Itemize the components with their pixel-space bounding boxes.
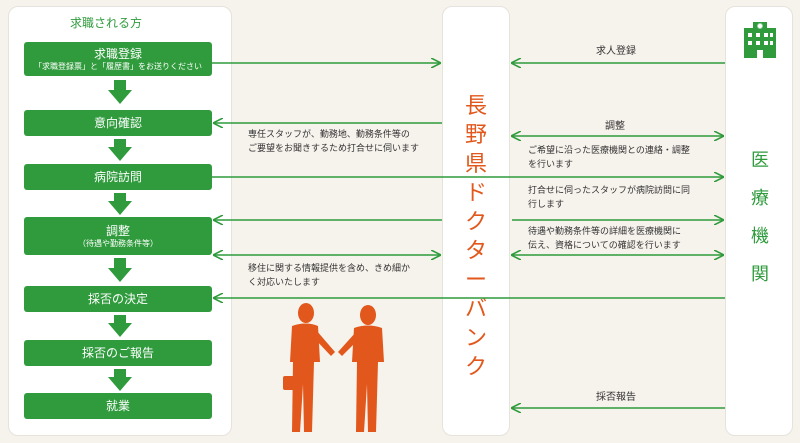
note-line: 行します: [528, 200, 565, 210]
note-details: 待遇や勤務条件等の詳細を医療機関に 伝え、資格についての確認を行います: [528, 225, 681, 253]
bank-char: 県: [464, 152, 487, 177]
seeker-title: 求職される方: [70, 16, 143, 30]
chevron-down-icon: [108, 80, 132, 104]
chevron-down-icon: [108, 369, 132, 391]
step-job-registration: 求職登録 「求職登録票」と「履歴書」をお送りください: [24, 42, 212, 76]
step-title: 意向確認: [93, 116, 142, 130]
note-coordination: ご希望に沿った医療機関との連絡・調整 を行います: [528, 144, 690, 172]
bank-char: ド: [464, 181, 487, 206]
step-adjustment: 調整 （待遇や勤務条件等）: [24, 217, 212, 255]
bank-char: ー: [464, 268, 487, 293]
step-title: 求職登録: [93, 46, 142, 61]
note-relocation: 移住に関する情報提供を含め、きめ細か く対応いたします: [248, 262, 410, 290]
note-line: を行います: [528, 160, 574, 170]
step-hospital-visit: 病院訪問: [24, 164, 212, 190]
note-intention: 専任スタッフが、勤務地、勤務条件等の ご要望をお聞きするため打合せに伺います: [248, 128, 419, 156]
note-line: 伝え、資格についての確認を行います: [528, 241, 681, 251]
institution-char: 療: [751, 188, 769, 209]
step-subtitle: 「求職登録票」と「履歴書」をお送りください: [34, 61, 202, 71]
note-line: 移住に関する情報提供を含め、きめ細か: [248, 264, 411, 274]
flow-label-hiring-report: 採否報告: [596, 392, 636, 403]
note-visit: 打合せに伺ったスタッフが病院訪問に同 行します: [528, 184, 690, 212]
bank-char: 長: [464, 94, 487, 119]
step-title: 採否のご報告: [81, 346, 154, 360]
note-line: 打合せに伺ったスタッフが病院訪問に同: [528, 186, 691, 196]
note-line: 待遇や勤務条件等の詳細を医療機関に: [528, 227, 682, 237]
note-line: く対応いたします: [248, 278, 321, 288]
step-hiring-report: 採否のご報告: [24, 340, 212, 366]
chevron-down-icon: [108, 139, 132, 161]
bank-char: タ: [464, 239, 487, 264]
institution-char: 関: [751, 264, 769, 285]
flow-label-adjustment: 調整: [605, 121, 625, 132]
chevron-down-icon: [108, 193, 132, 215]
note-line: ご希望に沿った医療機関との連絡・調整: [528, 146, 690, 156]
bank-char: ク: [464, 210, 487, 235]
bank-char: 野: [464, 123, 487, 148]
flow-label-recruit-registration: 求人登録: [596, 46, 636, 57]
note-line: ご要望をお聞きするため打合せに伺います: [248, 144, 420, 154]
chevron-down-icon: [108, 315, 132, 337]
doctor-bank-label: 長 野 県 ド ク タ ー バ ン ク: [458, 92, 494, 382]
institution-column: [725, 6, 793, 436]
step-subtitle: （待遇や勤務条件等）: [78, 238, 158, 248]
chevron-down-icon: [108, 258, 132, 282]
step-chevrons: [108, 80, 132, 391]
doctor-bank-column: [442, 6, 510, 436]
step-title: 調整: [105, 223, 130, 238]
step-title: 病院訪問: [93, 170, 142, 184]
note-line: 専任スタッフが、勤務地、勤務条件等の: [248, 130, 410, 140]
handshake-people-icon: [283, 303, 384, 432]
step-employment: 就業: [24, 393, 212, 419]
bank-char: ン: [464, 326, 487, 351]
step-hiring-decision: 採否の決定: [24, 286, 212, 312]
institution-label: 医 療 機 関: [742, 142, 778, 294]
bank-char: ク: [464, 355, 487, 380]
bank-char: バ: [464, 297, 487, 322]
step-title: 採否の決定: [87, 292, 148, 306]
institution-char: 機: [751, 226, 769, 247]
step-intention-check: 意向確認: [24, 110, 212, 136]
step-title: 就業: [105, 399, 130, 413]
hospital-building-icon: [744, 22, 776, 58]
institution-char: 医: [751, 150, 769, 171]
